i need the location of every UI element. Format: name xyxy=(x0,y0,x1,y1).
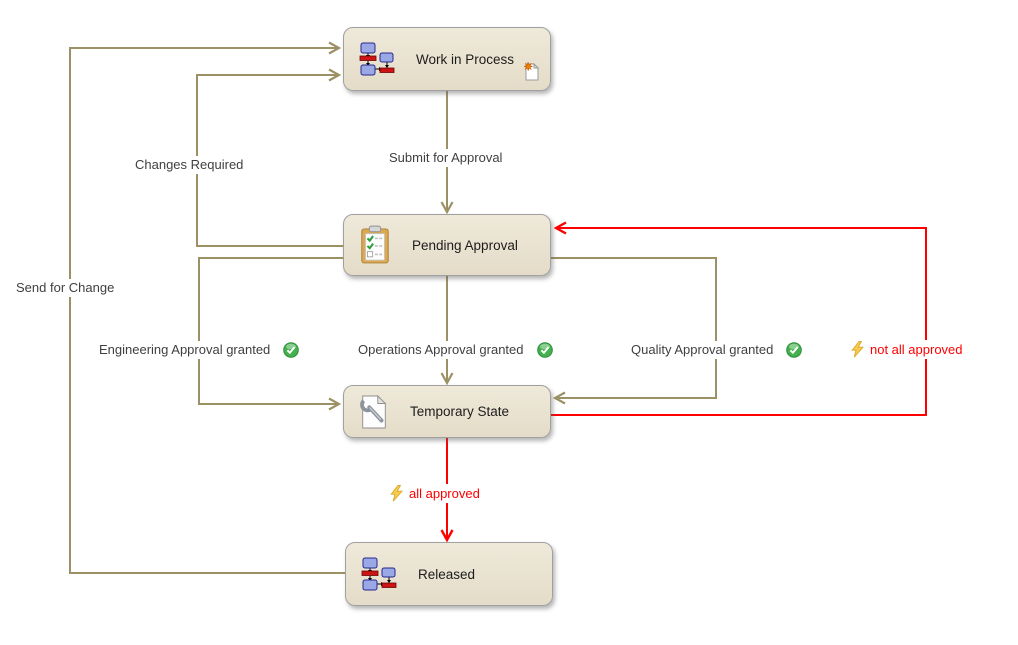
state-label: Released xyxy=(418,566,476,582)
state-work-in-process[interactable]: Work in Process xyxy=(343,27,551,91)
transition-label-send-for-change[interactable]: Send for Change xyxy=(13,279,118,297)
workflow-diagram-icon xyxy=(360,556,398,592)
state-label: Work in Process xyxy=(416,51,515,67)
transition-label-engineering-approval[interactable]: Engineering Approval granted xyxy=(96,341,303,359)
transition-text: all approved xyxy=(409,485,480,501)
state-label: Temporary State xyxy=(410,404,510,419)
approval-checklist-clipboard-icon xyxy=(358,225,392,265)
transition-text: Changes Required xyxy=(135,157,244,172)
new-document-icon xyxy=(523,61,540,86)
edge-engineering-approval xyxy=(198,257,343,404)
lightning-bolt-icon xyxy=(390,485,403,502)
edge-not-all-approved xyxy=(551,228,927,416)
edge-send-for-change xyxy=(69,48,345,574)
transition-label-changes-required[interactable]: Changes Required xyxy=(132,156,247,174)
state-released[interactable]: Released xyxy=(345,542,553,606)
state-label: Pending Approval xyxy=(412,237,518,253)
state-pending-approval[interactable]: Pending Approval xyxy=(343,214,551,276)
transition-label-all-approved[interactable]: all approved xyxy=(387,484,483,503)
transition-label-operations-approval[interactable]: Operations Approval granted xyxy=(355,341,556,359)
workflow-diagram-icon xyxy=(358,41,396,77)
approved-check-icon xyxy=(536,342,553,358)
state-temporary-state[interactable]: Temporary State xyxy=(343,385,551,438)
transition-text: Engineering Approval granted xyxy=(99,342,271,357)
document-wrench-icon xyxy=(358,394,390,430)
edge-quality-approval xyxy=(551,257,717,398)
transition-label-not-all-approved[interactable]: not all approved xyxy=(848,340,966,359)
lightning-bolt-icon xyxy=(851,341,864,358)
transition-label-quality-approval[interactable]: Quality Approval granted xyxy=(628,341,806,359)
transition-text: Send for Change xyxy=(16,280,115,295)
transition-text: Quality Approval granted xyxy=(631,342,774,357)
transition-text: Submit for Approval xyxy=(389,150,503,165)
approved-check-icon xyxy=(283,342,300,358)
approved-check-icon xyxy=(786,342,803,358)
transition-text: not all approved xyxy=(870,341,963,357)
transition-text: Operations Approval granted xyxy=(358,342,524,357)
transition-label-submit-for-approval[interactable]: Submit for Approval xyxy=(386,149,506,167)
